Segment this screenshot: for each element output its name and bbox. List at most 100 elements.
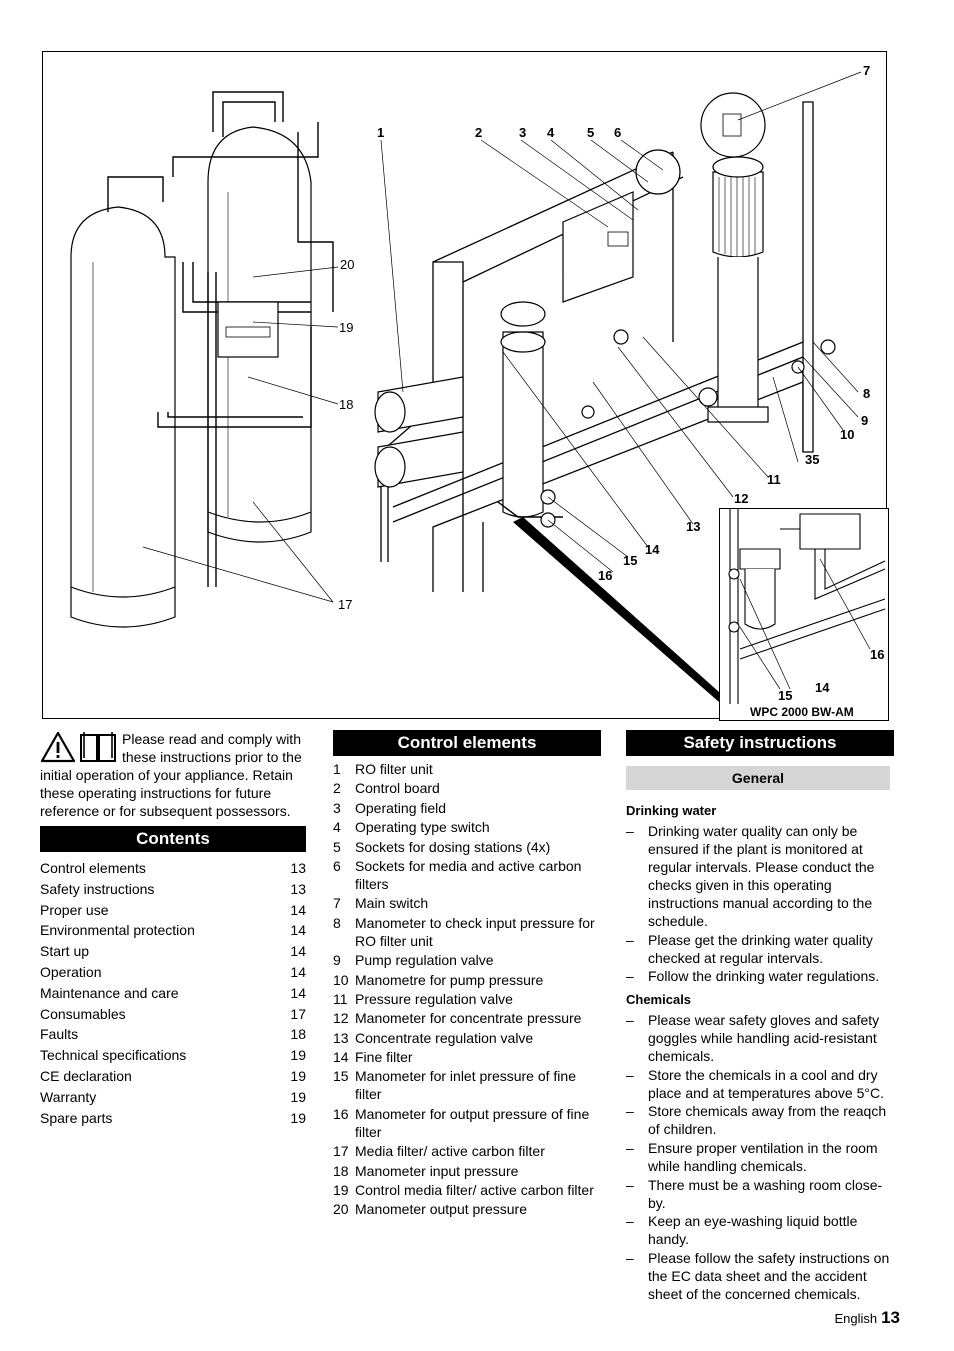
inset-callout-15: 15 xyxy=(778,688,793,703)
ro-frame xyxy=(380,101,814,592)
callout-16: 16 xyxy=(598,568,613,583)
callout-5: 5 xyxy=(587,125,595,140)
left-piping xyxy=(107,91,334,587)
callout-2: 2 xyxy=(475,125,483,140)
callout-35: 35 xyxy=(805,452,820,467)
list-item: –Ensure proper ventilation in the room w… xyxy=(626,1139,878,1174)
manual-book-icon xyxy=(80,732,116,762)
callout-12: 12 xyxy=(734,491,749,506)
control-elements-heading: Control elements xyxy=(333,730,601,756)
chemicals-list: –Please wear safety gloves and safety go… xyxy=(626,1011,894,1303)
page-number: 13 xyxy=(881,1308,900,1327)
leader-lines-right xyxy=(380,71,862,573)
callout-1: 1 xyxy=(377,125,385,140)
general-subheading: General xyxy=(626,766,890,790)
pump-motor xyxy=(707,156,769,423)
list-item: –Please get the drinking water quality c… xyxy=(626,931,873,966)
intro-text: Please read and comply with these instru… xyxy=(40,731,302,819)
control-board-cabinet xyxy=(562,191,634,303)
fine-filter-inset: 14 15 16 WPC 2000 BW-AM xyxy=(719,508,889,721)
list-item: –Please wear safety gloves and safety go… xyxy=(626,1012,880,1065)
callout-9: 9 xyxy=(861,413,869,428)
warning-triangle-icon xyxy=(40,731,76,763)
callout-4: 4 xyxy=(547,125,555,140)
list-item: –Please follow the safety instructions o… xyxy=(626,1249,890,1302)
callout-10: 10 xyxy=(840,427,855,442)
list-item: –Store chemicals away from the reaqch of… xyxy=(626,1103,887,1138)
warning-read-manual-icons xyxy=(40,730,118,766)
safety-instructions-heading: Safety instructions xyxy=(626,730,894,756)
list-item: –Keep an eye-washing liquid bottle handy… xyxy=(626,1213,858,1248)
callout-7: 7 xyxy=(863,63,871,78)
chemicals-heading: Chemicals xyxy=(626,992,692,1008)
callout-14: 14 xyxy=(645,542,660,557)
inset-pointer-wedge xyxy=(513,517,719,702)
callout-19: 19 xyxy=(339,320,354,335)
leader-lines-left xyxy=(142,266,339,603)
callout-13: 13 xyxy=(686,519,701,534)
inset-callout-14: 14 xyxy=(815,680,830,695)
drinking-water-heading: Drinking water xyxy=(626,803,717,818)
callout-11: 11 xyxy=(767,472,781,487)
contents-heading: Contents xyxy=(40,826,306,852)
callout-17: 17 xyxy=(338,597,353,612)
callout-20: 20 xyxy=(340,257,355,272)
manometers xyxy=(581,329,836,419)
list-item: –Follow the drinking water regulations. xyxy=(626,968,880,985)
list-item: –Store the chemicals in a cool and dry p… xyxy=(626,1066,884,1101)
plant-drawing xyxy=(70,71,862,702)
drinking-water-list: –Drinking water quality can only be ensu… xyxy=(626,822,894,985)
callout-15: 15 xyxy=(623,553,638,568)
fine-filter-column xyxy=(500,301,546,518)
list-item: –Drinking water quality can only be ensu… xyxy=(626,823,875,929)
column-left: Please read and comply with these instru… xyxy=(40,730,306,1128)
footer-language: English xyxy=(834,1311,878,1326)
list-item: –There must be a washing room close-by. xyxy=(626,1176,883,1211)
callout-8: 8 xyxy=(863,386,871,401)
inset-caption: WPC 2000 BW-AM xyxy=(750,705,854,719)
column-right: Safety instructions General Drinking wat… xyxy=(626,730,894,1309)
callout-18: 18 xyxy=(339,397,354,412)
callout-3: 3 xyxy=(519,125,527,140)
intro-notice: Please read and comply with these instru… xyxy=(40,730,306,820)
ro-membranes xyxy=(374,376,464,488)
inset-callout-16: 16 xyxy=(870,647,885,662)
callout-6: 6 xyxy=(614,125,622,140)
technical-illustration: 1 2 3 4 5 6 7 8 9 10 11 12 13 14 15 16 1… xyxy=(42,51,889,721)
sockets-detail xyxy=(635,149,681,195)
